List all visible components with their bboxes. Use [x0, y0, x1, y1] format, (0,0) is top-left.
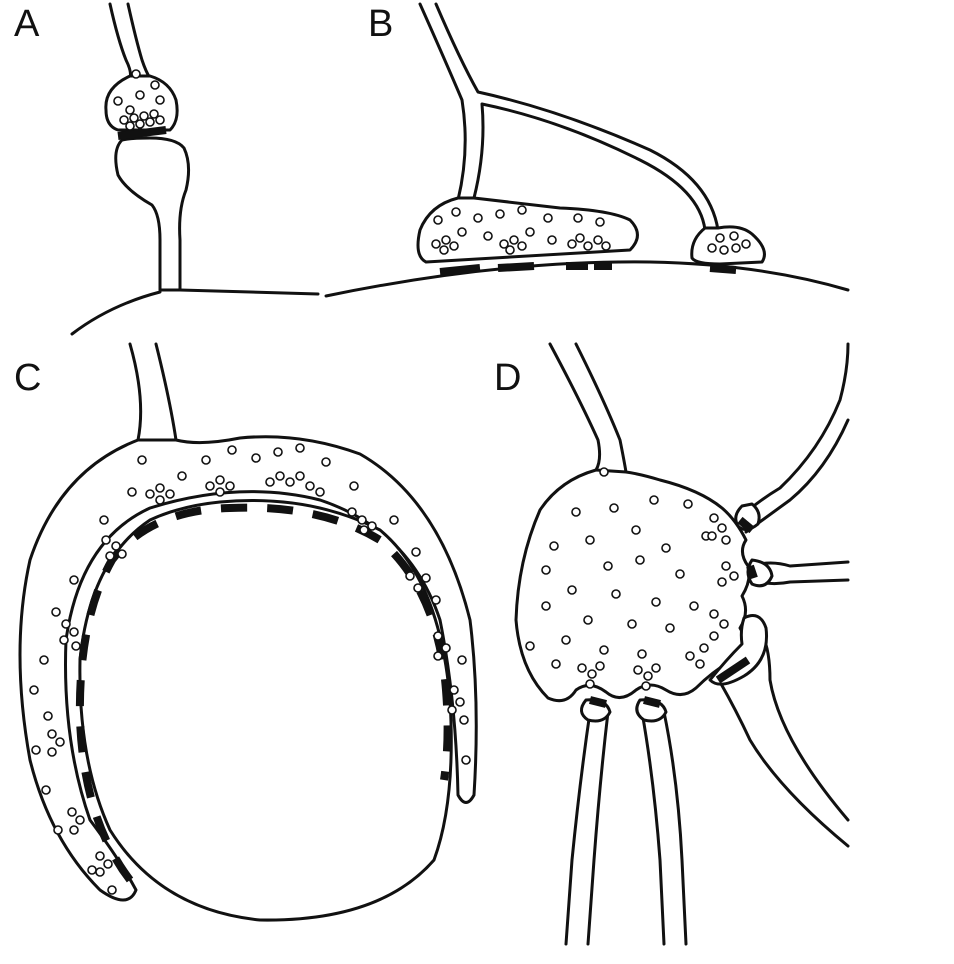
panel-c-label: C [14, 357, 41, 399]
panel-a-dendritic-spine [114, 136, 191, 292]
panel-c-axon [128, 342, 178, 442]
panel-d-dendrite-bottom-left [564, 710, 610, 946]
panel-b-axon [418, 2, 720, 232]
panel-d-spine-3 [708, 614, 769, 686]
panel-a-dendrite [70, 288, 320, 336]
panel-c: C [14, 342, 478, 922]
panel-b: B [324, 2, 850, 298]
panel-d-label: D [494, 357, 521, 399]
panel-a-vesicles [113, 69, 165, 131]
panel-d-active-zones [589, 516, 758, 708]
panel-b-active-zones [439, 262, 737, 276]
panel-d-axon [548, 342, 628, 474]
panel-d: D [494, 342, 850, 946]
panel-b-small-bouton [690, 225, 766, 266]
panel-b-label: B [368, 3, 393, 45]
panel-d-presynaptic-terminal [514, 468, 751, 703]
panel-c-active-zones [75, 503, 452, 883]
panel-d-vesicles [525, 467, 739, 691]
panel-d-dendrite-upper-right [742, 342, 850, 534]
panel-b-vesicles [431, 205, 751, 255]
panel-a-active-zone [117, 126, 167, 140]
panel-c-calyx-terminal [18, 435, 478, 902]
panel-a-axon [108, 2, 152, 80]
panel-a: A [14, 2, 320, 336]
panel-d-dendrite-bottom-right [640, 710, 688, 946]
panel-c-vesicles [29, 443, 471, 895]
panel-a-label: A [14, 3, 40, 45]
panel-b-postsynaptic-membrane [324, 260, 850, 298]
panel-c-postsynaptic-cell [78, 499, 453, 922]
